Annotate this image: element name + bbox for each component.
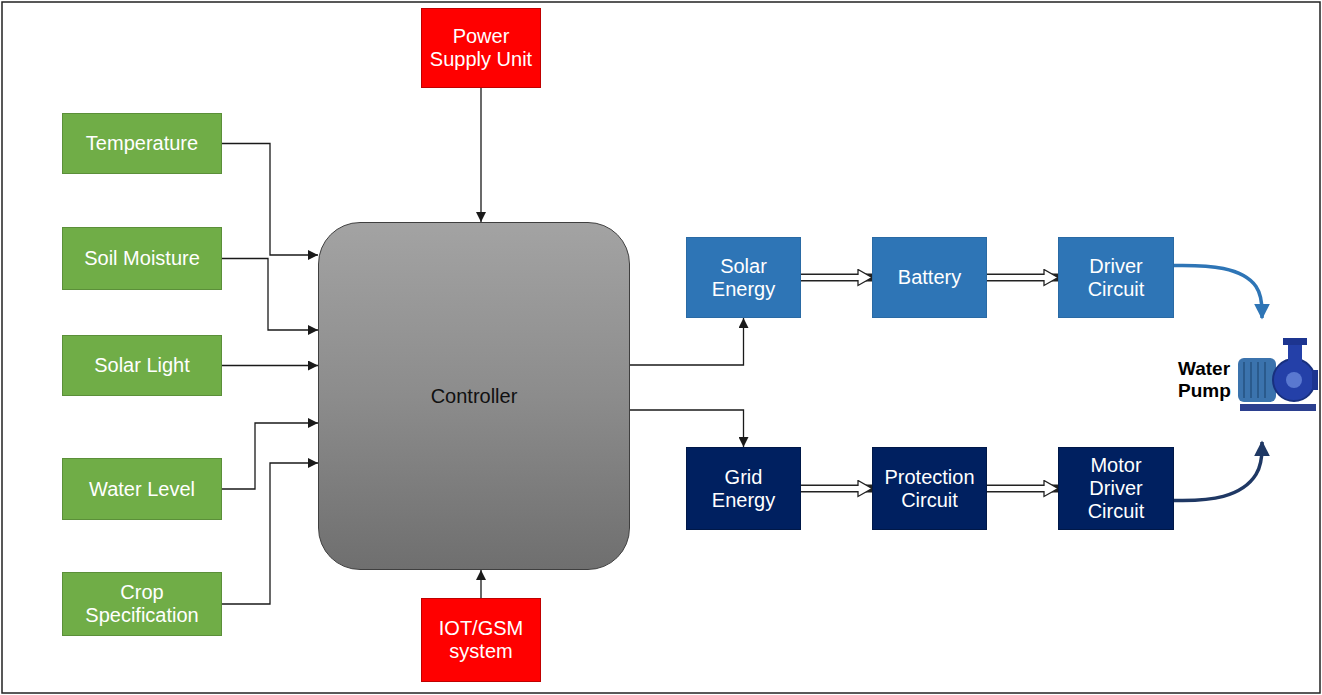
outlet-flange: [1283, 338, 1307, 345]
connector-group: [222, 463, 318, 604]
node-label: Water Level: [89, 478, 195, 501]
node-label: Solar Light: [94, 354, 190, 377]
connector-group: [630, 410, 744, 447]
connector-group: [481, 570, 482, 598]
connector: [1174, 442, 1262, 501]
sensor-box: Water Level: [62, 458, 222, 520]
outlet-pipe: [1288, 344, 1302, 362]
node-label: Temperature: [86, 132, 198, 155]
driver-box: Motor Driver Circuit: [1058, 447, 1174, 530]
connector-group: [222, 365, 318, 366]
pump-eye: [1286, 372, 1302, 388]
connector: [630, 318, 744, 365]
motor-fin: [1264, 362, 1266, 398]
connector: [222, 463, 318, 604]
connector: [480, 570, 481, 598]
node-label: Solar Energy: [693, 255, 794, 301]
connector-group: [1174, 266, 1262, 319]
connector-group: [630, 318, 744, 365]
pump-base: [1240, 404, 1316, 411]
connectors: [222, 88, 1262, 604]
node-label: Soil Moisture: [84, 247, 200, 270]
energy-box: Grid Energy: [686, 447, 801, 530]
connector: [222, 365, 318, 366]
motor-fin: [1250, 362, 1252, 398]
pump-node: Water Pump: [1176, 318, 1316, 442]
connector-inner: [801, 275, 859, 280]
controller-box: Controller: [318, 222, 630, 570]
node-label: Water Pump: [1178, 358, 1238, 402]
power-flow-arrow: [987, 274, 1058, 282]
connector: [480, 88, 481, 222]
connector-group: [222, 144, 318, 256]
motor-body: [1238, 358, 1276, 402]
process-box: Battery: [872, 237, 987, 318]
power-flow-arrow: [801, 274, 872, 282]
node-label: Controller: [431, 385, 518, 408]
connector-group: [801, 488, 872, 489]
connector-inner: [801, 486, 859, 491]
node-label: Protection Circuit: [879, 466, 980, 512]
energy-box: Solar Energy: [686, 237, 801, 318]
node-label: IOT/GSM system: [428, 617, 534, 663]
motor-fin: [1243, 362, 1245, 398]
sensor-box: Soil Moisture: [62, 227, 222, 290]
node-label: Grid Energy: [693, 466, 794, 512]
connector-group: [481, 88, 482, 222]
driver-box: Driver Circuit: [1058, 237, 1174, 318]
inlet-flange: [1312, 370, 1318, 390]
node-label: Driver Circuit: [1065, 255, 1167, 301]
connector-group: [987, 277, 1058, 278]
node-label: Power Supply Unit: [428, 25, 534, 71]
connector-inner: [987, 275, 1045, 280]
sensor-box: Solar Light: [62, 335, 222, 396]
motor-fin: [1257, 362, 1259, 398]
connector-group: [801, 277, 872, 278]
connector: [630, 410, 744, 447]
comm-box: IOT/GSM system: [421, 598, 541, 682]
connector: [222, 259, 318, 331]
node-label: Battery: [898, 266, 961, 289]
water-pump-picture: [1238, 338, 1318, 411]
power-box: Power Supply Unit: [421, 8, 541, 88]
connector-inner: [987, 486, 1045, 491]
process-box: Protection Circuit: [872, 447, 987, 530]
connector-group: [222, 259, 318, 331]
power-flow-arrow: [987, 485, 1058, 493]
connector: [1174, 266, 1262, 319]
connector: [222, 144, 318, 256]
node-label: Motor Driver Circuit: [1065, 454, 1167, 523]
connector-group: [1174, 442, 1262, 501]
sensor-box: Crop Specification: [62, 572, 222, 636]
connector-group: [987, 488, 1058, 489]
pump-volute: [1273, 359, 1315, 401]
power-flow-arrow: [801, 485, 872, 493]
node-label: Crop Specification: [69, 581, 215, 627]
sensor-box: Temperature: [62, 113, 222, 174]
